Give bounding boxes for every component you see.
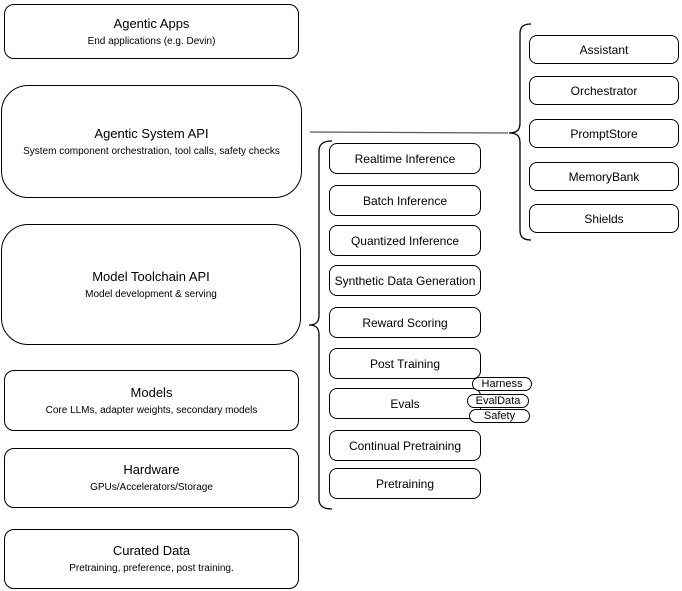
box-models: Models Core LLMs, adapter weights, secon… xyxy=(4,370,299,431)
box-realtime-inference: Realtime Inference xyxy=(329,143,481,174)
box-promptstore: PromptStore xyxy=(529,119,679,148)
box-assistant: Assistant xyxy=(529,35,679,64)
box-agentic-apps-title: Agentic Apps xyxy=(113,15,190,31)
box-models-title: Models xyxy=(130,384,173,400)
pill-harness: Harness xyxy=(472,377,532,391)
box-continual-pretraining: Continual Pretraining xyxy=(329,430,481,461)
box-model-toolchain-api: Model Toolchain API Model development & … xyxy=(1,224,301,345)
box-model-toolchain-api-title: Model Toolchain API xyxy=(92,268,210,284)
pill-safety: Safety xyxy=(469,409,530,423)
box-curated-data-title: Curated Data xyxy=(112,543,191,558)
box-hardware-title: Hardware xyxy=(123,462,180,477)
box-synthetic-data-generation: Synthetic Data Generation xyxy=(329,265,481,296)
box-post-training: Post Training xyxy=(329,348,481,379)
box-agentic-system-api-title: Agentic System API xyxy=(94,125,209,141)
box-batch-inference: Batch Inference xyxy=(329,185,481,216)
box-quantized-inference: Quantized Inference xyxy=(329,225,481,256)
box-models-subtitle: Core LLMs, adapter weights, secondary mo… xyxy=(45,404,258,416)
pill-evaldata: EvalData xyxy=(467,394,529,408)
connector-sysapi-to-components xyxy=(309,131,509,134)
box-model-toolchain-api-subtitle: Model development & serving xyxy=(85,288,217,300)
box-hardware-subtitle: GPUs/Accelerators/Storage xyxy=(90,482,213,493)
box-memorybank: MemoryBank xyxy=(529,162,679,191)
box-agentic-system-api-subtitle: System component orchestration, tool cal… xyxy=(23,145,280,157)
box-orchestrator: Orchestrator xyxy=(529,76,679,105)
box-curated-data-subtitle: Pretraining, preference, post training. xyxy=(69,563,234,574)
box-agentic-apps: Agentic Apps End applications (e.g. Devi… xyxy=(4,4,299,59)
box-hardware: Hardware GPUs/Accelerators/Storage xyxy=(4,448,299,508)
box-curated-data: Curated Data Pretraining, preference, po… xyxy=(4,529,299,589)
box-agentic-apps-subtitle: End applications (e.g. Devin) xyxy=(87,35,216,47)
box-evals: Evals xyxy=(329,388,481,419)
brace-system-components xyxy=(508,23,532,241)
box-reward-scoring: Reward Scoring xyxy=(329,307,481,338)
box-agentic-system-api: Agentic System API System component orch… xyxy=(1,85,302,198)
box-shields: Shields xyxy=(529,204,679,233)
box-pretraining: Pretraining xyxy=(329,468,481,499)
